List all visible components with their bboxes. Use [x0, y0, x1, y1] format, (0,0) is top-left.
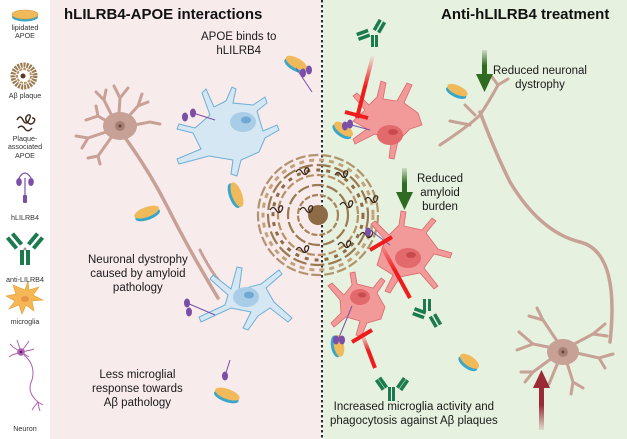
- legend: lipidated APOE Aβ plaque Plaque- associa…: [0, 0, 50, 439]
- legend-item-neuron: Neuron: [0, 424, 50, 433]
- caption-less-microglial-response: Less microglial response towards Aβ path…: [92, 369, 183, 409]
- legend-label: lipidated APOE: [11, 23, 39, 41]
- microglia-resting-top: [176, 86, 280, 177]
- arrow-reduced-burden: [396, 168, 413, 210]
- block-line-bottom: [350, 328, 377, 369]
- arrow-reduced-dystrophy: [476, 50, 493, 92]
- legend-label: microglia: [10, 317, 40, 326]
- legend-item-anti-lilrb4: anti-LILRB4: [0, 275, 50, 284]
- blocking-lines: [344, 54, 412, 369]
- legend-label: anti-LILRB4: [6, 275, 44, 284]
- caption-reduced-neuronal-dystrophy: Reduced neuronal dystrophy: [493, 65, 587, 91]
- antibodies: [356, 18, 443, 401]
- legend-label: hLILRB4: [11, 213, 39, 222]
- neuron-right: [438, 75, 615, 396]
- legend-label: Plaque- associated APOE: [7, 134, 43, 160]
- right-panel-title: Anti-hLILRB4 treatment: [441, 6, 610, 23]
- microglia-active-top: [352, 80, 423, 160]
- antibody-bottom: [374, 376, 410, 401]
- hlilrb4-receptors: [182, 65, 391, 381]
- legend-label: Neuron: [13, 424, 37, 433]
- legend-item-plaque-associated-apoe: Plaque- associated APOE: [0, 134, 50, 160]
- amyloid-plaque: [256, 153, 380, 277]
- caption-neuronal-dystrophy: Neuronal dystrophy caused by amyloid pat…: [88, 254, 188, 294]
- microglia-icon: [5, 280, 45, 315]
- legend-item-lipidated-apoe: lipidated APOE: [0, 23, 50, 41]
- block-line-top: [344, 54, 375, 120]
- block-line-middle: [368, 235, 412, 299]
- hlilrb4-receptor-icon: [16, 172, 34, 203]
- microglia-active-middle: [370, 210, 453, 294]
- caption-reduced-amyloid-burden: Reduced amyloid burden: [417, 173, 464, 213]
- plaque-associated-apoe-icon: [16, 114, 36, 132]
- antibody-icon: [5, 232, 45, 265]
- legend-item-microglia: microglia: [0, 317, 50, 326]
- legend-item-abeta-plaque: Aβ plaque: [0, 91, 50, 100]
- neuron-icon: [8, 339, 44, 412]
- left-panel-title: hLILRB4-APOE interactions: [64, 6, 263, 23]
- legend-label: Aβ plaque: [8, 91, 42, 100]
- microglia-resting-bottom: [198, 266, 293, 331]
- legend-item-hlilrb4: hLILRB4: [0, 213, 50, 222]
- microglia-active-bottom: [327, 271, 386, 338]
- antibody-top: [356, 18, 387, 47]
- antibody-middle: [412, 299, 443, 328]
- caption-increased-microglia-activity: Increased microglia activity and phagocy…: [330, 401, 498, 427]
- abeta-plaque-icon: [10, 62, 38, 90]
- caption-apoe-binds: APOE binds to hLILRB4: [201, 31, 277, 57]
- arrow-increased-activity: [533, 370, 550, 430]
- lipidated-apoe-icon: [11, 9, 39, 22]
- left-panel: [50, 0, 321, 439]
- legend-icons: [5, 9, 45, 412]
